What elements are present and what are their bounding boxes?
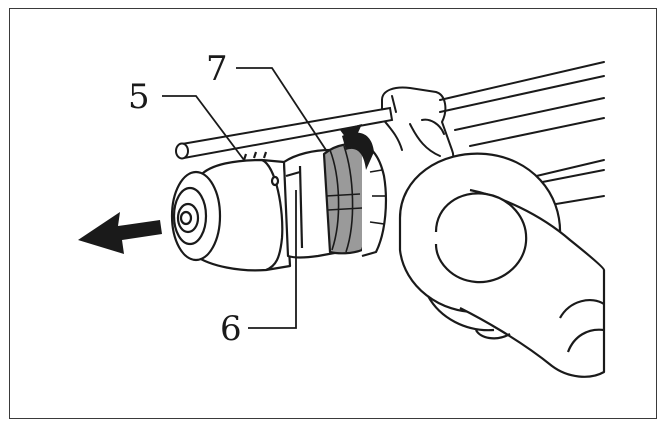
callout-5: 5 xyxy=(128,77,150,117)
ring-7 xyxy=(322,143,388,258)
guide-rod xyxy=(175,106,394,160)
rotation-arrow-icon xyxy=(340,124,374,170)
pull-direction-arrow-icon xyxy=(78,212,162,254)
chuck-5 xyxy=(170,151,292,272)
callout-6: 6 xyxy=(220,309,242,349)
callout-7: 7 xyxy=(206,49,228,89)
leader-lines xyxy=(162,67,327,329)
side-handle xyxy=(398,152,606,378)
